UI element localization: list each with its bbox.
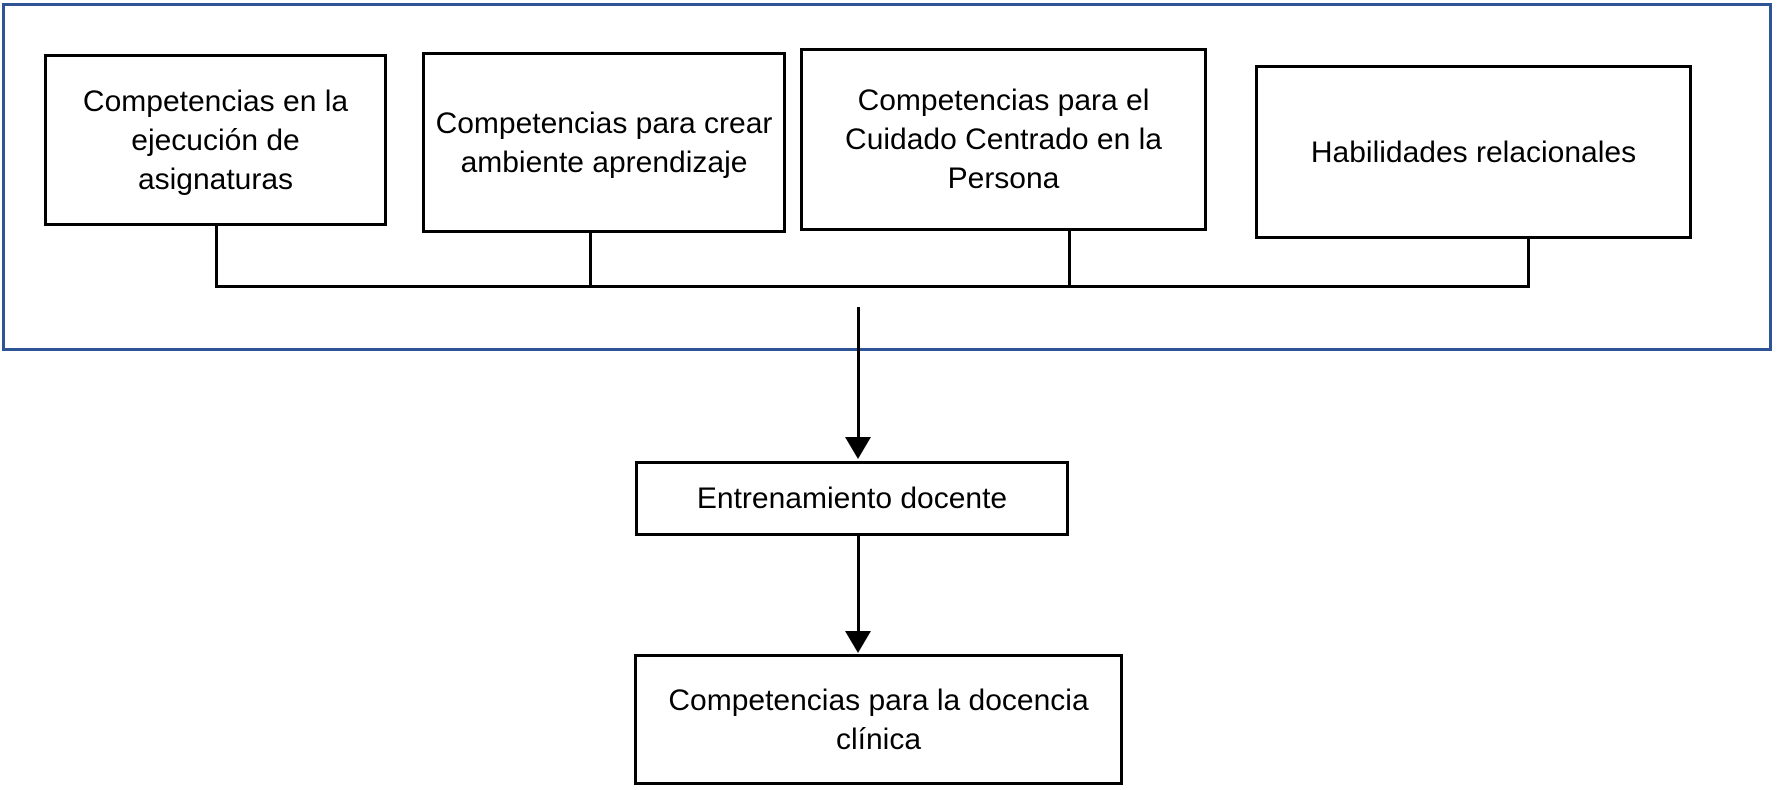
- node-competencias-docencia-clinica[interactable]: Competencias para la docencia clínica: [634, 654, 1123, 785]
- node-habilidades-relacionales[interactable]: Habilidades relacionales: [1255, 65, 1692, 239]
- node-label: Competencias para el Cuidado Centrado en…: [845, 84, 1162, 195]
- arrow-group-to-entrenamiento-line: [857, 307, 860, 437]
- competency-group-frame: [2, 3, 1772, 351]
- node-label: Entrenamiento docente: [696, 482, 1008, 515]
- node-label: Competencias para la docencia clínica: [668, 683, 1089, 756]
- connector-stem-habilidades: [1527, 239, 1530, 287]
- arrow-group-to-entrenamiento-head-icon: [845, 437, 871, 459]
- arrow-entrenamiento-to-docencia-head-icon: [845, 631, 871, 653]
- node-label: Competencias en la ejecución de asignatu…: [82, 84, 349, 196]
- connector-stem-ejecucion: [215, 226, 218, 287]
- connector-stem-ccp: [1068, 231, 1071, 287]
- node-competencias-crear-ambiente-aprendizaje[interactable]: Competencias para crear ambiente aprendi…: [422, 52, 786, 233]
- connector-horizontal-bus: [215, 285, 1530, 288]
- node-entrenamiento-docente[interactable]: Entrenamiento docente: [635, 461, 1069, 536]
- node-competencias-cuidado-centrado-persona[interactable]: Competencias para el Cuidado Centrado en…: [800, 48, 1207, 231]
- node-competencias-ejecucion-asignaturas[interactable]: Competencias en la ejecución de asignatu…: [44, 54, 387, 226]
- arrow-entrenamiento-to-docencia-line: [857, 536, 860, 631]
- node-label: Competencias para crear ambiente aprendi…: [435, 106, 773, 179]
- node-label: Habilidades relacionales: [1310, 135, 1637, 169]
- connector-stem-ambiente: [589, 233, 592, 287]
